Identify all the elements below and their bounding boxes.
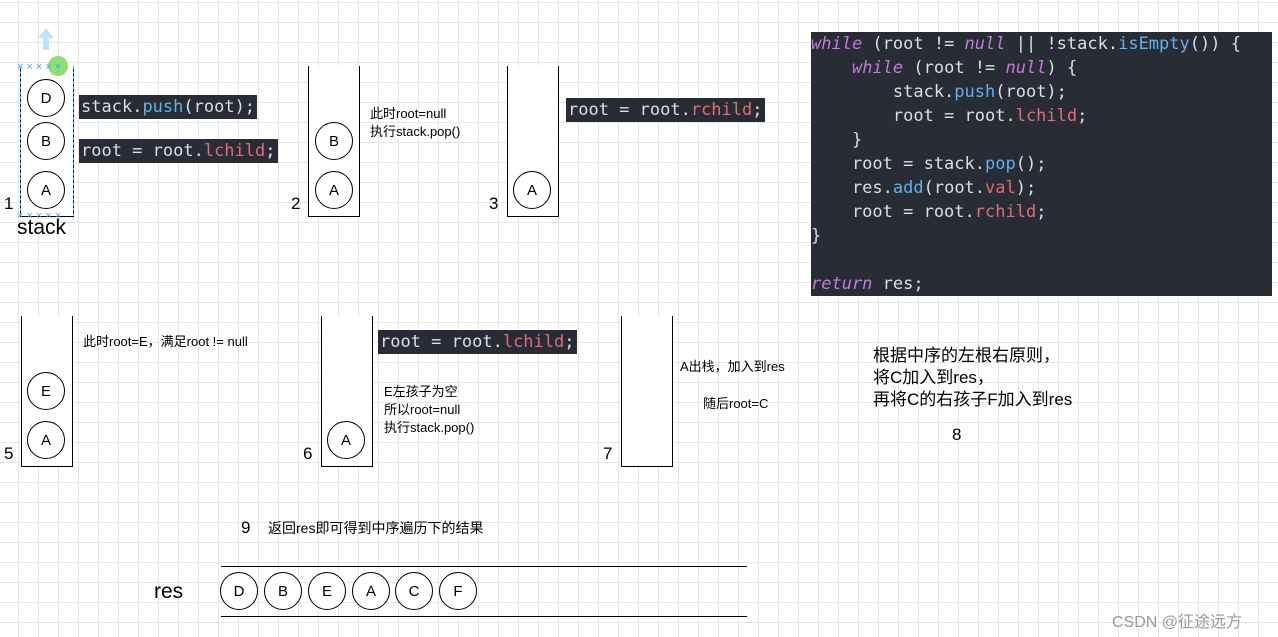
res-node: A [352, 572, 390, 610]
stack-node: A [513, 171, 551, 209]
move-arrow-icon[interactable] [36, 26, 56, 52]
res-top-line [221, 566, 747, 567]
step-number: 8 [952, 425, 962, 444]
res-bottom-line [221, 616, 747, 617]
step8-text: 根据中序的左根右原则，将C加入到res，再将C的右孩子F加入到res [873, 346, 1073, 409]
stack-node: A [327, 421, 365, 459]
code-lchild: root = root.lchild; [79, 139, 278, 163]
step7-stack [621, 316, 673, 467]
stack-node: A [27, 171, 65, 209]
stack-node: A [27, 421, 65, 459]
step-number: 3 [489, 194, 499, 213]
stack-node: B [27, 122, 65, 160]
selection-handles[interactable]: ××××× [17, 210, 65, 222]
stack-node: B [315, 122, 353, 160]
res-node: E [308, 572, 346, 610]
watermark: CSDN @征途远方 [1112, 614, 1243, 631]
res-node: C [395, 572, 433, 610]
step7-note: 随后root=C [703, 396, 769, 411]
step9-note: 返回res即可得到中序遍历下的结果 [268, 520, 484, 536]
step-number: 9 [241, 518, 251, 537]
step-number: 5 [4, 444, 14, 463]
code-push: stack.push(root); [79, 95, 258, 119]
stack-node: A [315, 171, 353, 209]
res-node: F [439, 572, 477, 610]
selection-frame[interactable] [20, 66, 74, 216]
code-block: while (root != null || !stack.isEmpty())… [811, 32, 1272, 296]
res-label: res [154, 580, 184, 603]
res-node: B [264, 572, 302, 610]
stack-label: stack [17, 216, 67, 239]
code-lchild: root = root.lchild; [378, 330, 577, 354]
code-rchild: root = root.rchild; [566, 98, 765, 122]
selection-handles[interactable]: ××××× [17, 61, 65, 73]
step5-note: 此时root=E，满足root != null [83, 334, 248, 349]
step7-note: A出栈，加入到res [680, 359, 785, 374]
step-number: 6 [303, 444, 313, 463]
step-number: 1 [4, 194, 14, 213]
res-node: D [220, 572, 258, 610]
step-number: 2 [291, 194, 301, 213]
step-number: 7 [603, 444, 613, 463]
stack-node: D [27, 79, 65, 117]
rotate-handle-icon[interactable] [48, 56, 68, 76]
stack-node: E [27, 372, 65, 410]
